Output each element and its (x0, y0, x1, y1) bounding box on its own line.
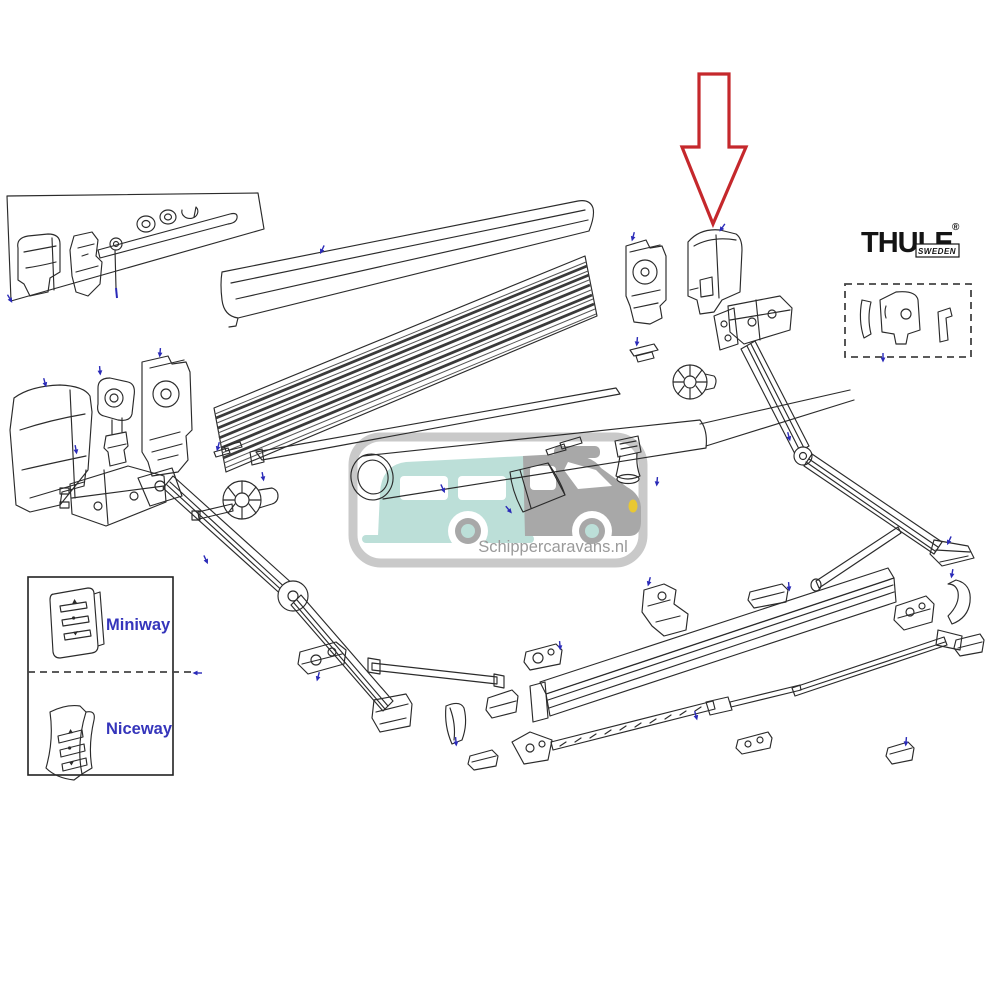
caravan-silhouette-icon (362, 446, 641, 551)
tiny-clip-left (213, 441, 243, 458)
case-profile (213, 255, 598, 473)
highlight-arrow-icon (679, 72, 749, 229)
small-box-right (953, 633, 985, 657)
lead-rail (529, 567, 897, 723)
bottom-strip (249, 387, 621, 466)
left-motor-bracket (59, 465, 167, 527)
support-post (614, 435, 642, 485)
roller-adapter-right (672, 364, 717, 400)
block-bottom (467, 749, 499, 771)
wall-bracket-left (297, 641, 347, 675)
rail-bracket (747, 583, 789, 609)
wall-bracket-mid (523, 643, 563, 671)
clip-right (629, 343, 659, 363)
cap-bottom-right (885, 741, 915, 765)
curved-end-cover-right (947, 579, 971, 625)
fixation-pads-kit (844, 283, 972, 358)
watermark-frame (348, 432, 648, 568)
remote-niceway-icon (45, 705, 95, 781)
cover-profile (220, 200, 595, 328)
roller-adapter-left (191, 480, 279, 521)
right-motor-bracket (713, 295, 793, 351)
legend-label-miniway: Miniway (106, 616, 171, 634)
gear-bracket-right (893, 595, 935, 631)
registered-mark: ® (952, 222, 960, 233)
left-gear-unit (141, 355, 193, 477)
crank-gear (97, 377, 135, 467)
right-support-strut (810, 526, 902, 592)
clip-bottom (735, 731, 773, 755)
legend-box: Miniway Niceway (27, 576, 194, 781)
curved-pad (445, 702, 467, 745)
bracket-mid-bottom (485, 689, 519, 719)
left-spring-arm (137, 467, 413, 733)
left-end-cap (9, 384, 93, 513)
left-support-strut (367, 657, 505, 689)
tension-rafter (511, 629, 963, 765)
right-gear-unit (625, 239, 667, 325)
right-spring-arm (740, 340, 975, 567)
brand-subtext-box (915, 243, 960, 258)
left-arm-foot (371, 693, 413, 733)
fabric-roll (350, 389, 855, 501)
small-clips (545, 436, 583, 456)
brand-subtext: SWEDEN (918, 247, 956, 256)
fabric-sheet (509, 462, 566, 513)
right-arm-foot (929, 539, 975, 567)
watermark: Schippercaravans.nl (348, 432, 648, 568)
support-foot-bracket (641, 583, 689, 637)
spare-parts-inset-kit (6, 192, 265, 302)
highlighted-end-cap (687, 229, 743, 315)
headlight (628, 499, 638, 513)
remote-miniway-icon (49, 587, 105, 659)
watermark-text: Schippercaravans.nl (478, 538, 628, 556)
brand-logo: THULE ® SWEDEN (861, 222, 960, 259)
legend-label-niceway: Niceway (106, 720, 173, 738)
